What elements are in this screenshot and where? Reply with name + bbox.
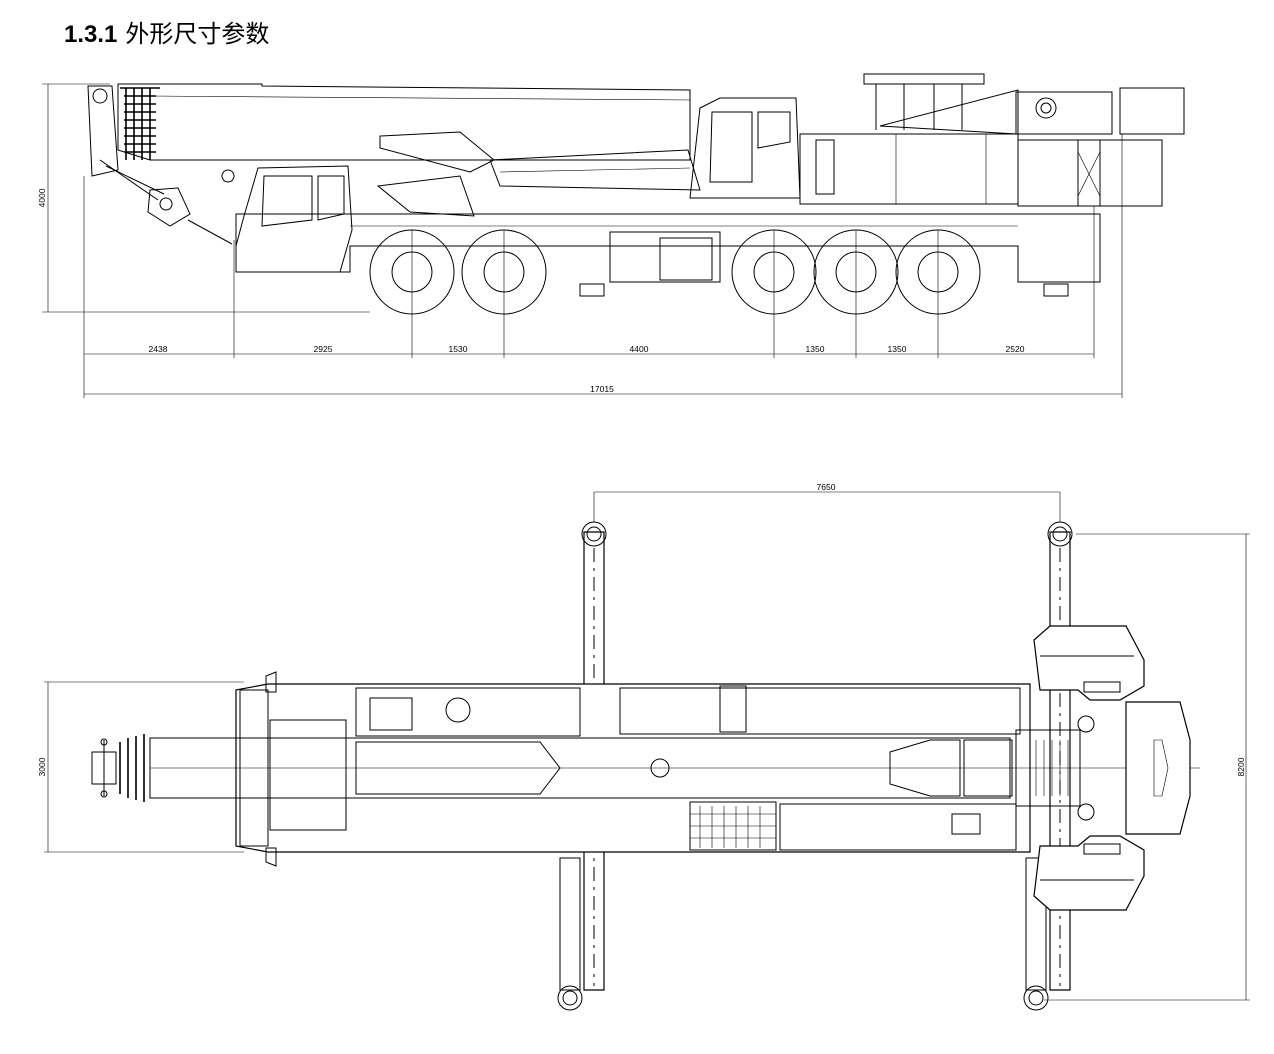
hook-block <box>99 159 233 245</box>
section-number: 1.3.1 <box>64 21 118 48</box>
height-value: 4000 <box>37 188 47 207</box>
segment-label: 4400 <box>630 344 649 354</box>
vehicle-width-value: 3000 <box>37 757 47 776</box>
side-view: 4000 <box>37 73 1185 398</box>
luffing-cylinder-base <box>376 175 475 217</box>
section-heading: 外形尺寸参数 <box>125 20 270 48</box>
height-dimension: 4000 <box>37 83 370 313</box>
carrier-cab <box>221 165 353 273</box>
boom-top <box>91 734 1200 802</box>
segment-label: 1530 <box>449 344 468 354</box>
segment-label: 1350 <box>806 344 825 354</box>
operator-cab <box>689 97 801 199</box>
top-view: 7650 8200 3000 <box>37 482 1250 1011</box>
outrigger-span-transverse-value: 8200 <box>1236 757 1246 776</box>
segment-dimension-chain: 2438 2925 1530 4400 1350 1350 2520 <box>84 344 1094 355</box>
segment-label: 2520 <box>1006 344 1025 354</box>
wheels <box>369 229 981 315</box>
outrigger-span-longitudinal-value: 7650 <box>817 482 836 492</box>
vehicle-width-dimension: 3000 <box>37 681 244 853</box>
section-title: 1.3.1 外形尺寸参数 <box>64 14 269 49</box>
slewing-and-counterweight <box>1015 625 1191 911</box>
segment-label: 2925 <box>314 344 333 354</box>
segment-label: 2438 <box>149 344 168 354</box>
boom <box>87 83 701 191</box>
total-length-value: 17015 <box>590 384 614 394</box>
outrigger-span-longitudinal: 7650 <box>593 482 1061 522</box>
total-length-dimension: 17015 <box>84 384 1122 395</box>
segment-label: 1350 <box>888 344 907 354</box>
chassis-frame <box>235 213 1101 297</box>
luffing-cylinder <box>379 131 495 173</box>
outrigger-span-transverse: 8200 <box>1044 533 1250 1001</box>
axle-extension-lines <box>83 134 1123 398</box>
superstructure <box>799 73 1185 207</box>
front-details <box>265 671 277 867</box>
